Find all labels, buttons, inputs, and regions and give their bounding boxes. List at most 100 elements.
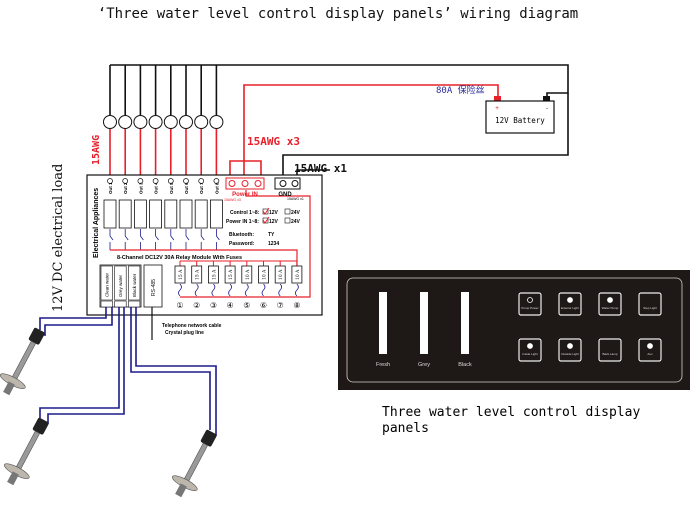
sensor-port-terminal xyxy=(100,300,113,308)
gnd-sub: 15AWG x1 xyxy=(287,197,304,201)
relay xyxy=(149,199,163,229)
tank-level-bar xyxy=(461,292,469,354)
load-icon xyxy=(103,115,117,129)
fuse xyxy=(207,265,219,284)
load-icon xyxy=(179,115,193,129)
fuse-wire xyxy=(178,283,182,297)
fuse xyxy=(174,265,186,284)
water-level-sensor xyxy=(3,417,49,486)
panel-button-5[interactable]: Inside Light xyxy=(518,338,542,362)
panel-button-4[interactable]: Step Light xyxy=(638,292,662,316)
relay xyxy=(194,199,208,229)
gnd-label: GND xyxy=(278,192,292,198)
sensor-tip xyxy=(175,483,187,498)
fuse-rating: 15 A xyxy=(178,269,184,280)
fuse-wire xyxy=(194,283,199,297)
load-wire-label: 15AWG xyxy=(91,135,102,165)
module-side-label: Electrical Appliances xyxy=(93,188,100,258)
load-icon xyxy=(194,115,209,129)
panel-button-1[interactable]: Pump Power xyxy=(518,292,542,316)
cable-note-telephone: Telephone network cable xyxy=(162,323,222,329)
fuse-wire xyxy=(278,283,283,297)
tank-label: Fresh xyxy=(376,362,390,368)
relay xyxy=(118,199,132,229)
panel-button-frame xyxy=(518,338,542,362)
sensor-tip xyxy=(3,381,15,396)
panel-button-label: Back Lamp xyxy=(602,352,617,356)
fuse xyxy=(258,265,269,284)
gnd-wire-label: 15AWG x1 xyxy=(294,162,347,175)
diagram-title: ‘Three water level control display panel… xyxy=(98,6,578,22)
module-name: 8-Channel DC12V 30A Relay Module With Fu… xyxy=(117,255,242,261)
panel-button-3[interactable]: Water Pump xyxy=(598,292,622,316)
power-icon xyxy=(527,297,533,303)
output-label: Out 1 xyxy=(108,182,113,194)
fuse-number: ④ xyxy=(227,301,234,310)
password-value: 1234 xyxy=(268,241,279,247)
fuse-number: ③ xyxy=(210,301,217,310)
fuse-number: ⑧ xyxy=(293,301,300,310)
fuse-wire xyxy=(228,283,232,297)
sensor-head xyxy=(200,429,217,447)
panel-button-label: Exterior Light xyxy=(561,306,579,310)
battery-positive-wire xyxy=(243,84,499,178)
load-icon xyxy=(209,115,224,129)
battery-label: 12V Battery xyxy=(495,116,545,125)
relay-switch-icon xyxy=(170,229,175,250)
panel-button-label: Pump Power xyxy=(521,306,538,310)
fuse-number: ② xyxy=(193,301,200,310)
fuse-rating: 15 A xyxy=(195,269,201,280)
drop-icon xyxy=(607,297,613,303)
output-terminal xyxy=(137,178,144,184)
control-voltage-label: Control 1~8: xyxy=(230,210,260,216)
panel-button-frame xyxy=(638,292,662,316)
panel-button-8[interactable]: Aux xyxy=(638,338,662,362)
gnd-wire xyxy=(282,93,569,184)
fuse-label: 80A 保险丝 xyxy=(436,84,485,96)
panel-button-2[interactable]: Exterior Light xyxy=(558,292,582,316)
fuse-rating: 15 A xyxy=(211,269,217,280)
fuse-rating: 10 A xyxy=(295,269,301,280)
panel-button-frame xyxy=(598,338,622,362)
sensor-tip xyxy=(7,471,19,486)
relay xyxy=(133,199,147,229)
sensor-port xyxy=(114,265,127,301)
panel-button-7[interactable]: Back Lamp xyxy=(598,338,622,362)
panel-button-label: Aux xyxy=(647,352,653,356)
battery-plus: + xyxy=(495,105,499,112)
gnd-terminal xyxy=(274,177,301,190)
bulb-icon xyxy=(527,343,533,349)
fuse-wire xyxy=(261,283,266,297)
panel-caption-line1: Three water level control display xyxy=(382,405,640,420)
display-panel-border xyxy=(346,277,683,383)
load-label: 12V DC electrical load xyxy=(51,164,66,312)
panel-button-label: Water Pump xyxy=(602,306,619,310)
fuse-rating: 10 A xyxy=(245,269,251,280)
output-label: Out 3 xyxy=(138,182,143,194)
gnd-screws xyxy=(279,180,299,187)
water-level-sensor xyxy=(0,327,45,396)
fuse xyxy=(224,265,236,284)
relay-switch-icon xyxy=(185,229,190,250)
sensor-port-terminal xyxy=(114,300,127,308)
fuse-number: ⑥ xyxy=(260,301,267,310)
relay-switch-icon xyxy=(200,229,205,250)
panel-button-frame xyxy=(518,292,542,316)
load-icon xyxy=(118,115,133,129)
fuse-wire xyxy=(244,283,249,297)
power-wire-label: 15AWG x3 xyxy=(247,135,300,148)
power-in-sub: 15AWG x3 xyxy=(224,198,241,202)
bluetooth-label: Bluetooth: xyxy=(229,232,254,238)
power-in-label: Power IN xyxy=(232,192,258,198)
tank-label: Black xyxy=(458,362,472,368)
fuse xyxy=(291,265,303,284)
rs485-port xyxy=(143,264,163,308)
fuse xyxy=(274,265,286,284)
battery xyxy=(485,100,555,134)
power-in-terminal xyxy=(225,177,265,190)
panel-button-6[interactable]: Outside Light xyxy=(558,338,582,362)
